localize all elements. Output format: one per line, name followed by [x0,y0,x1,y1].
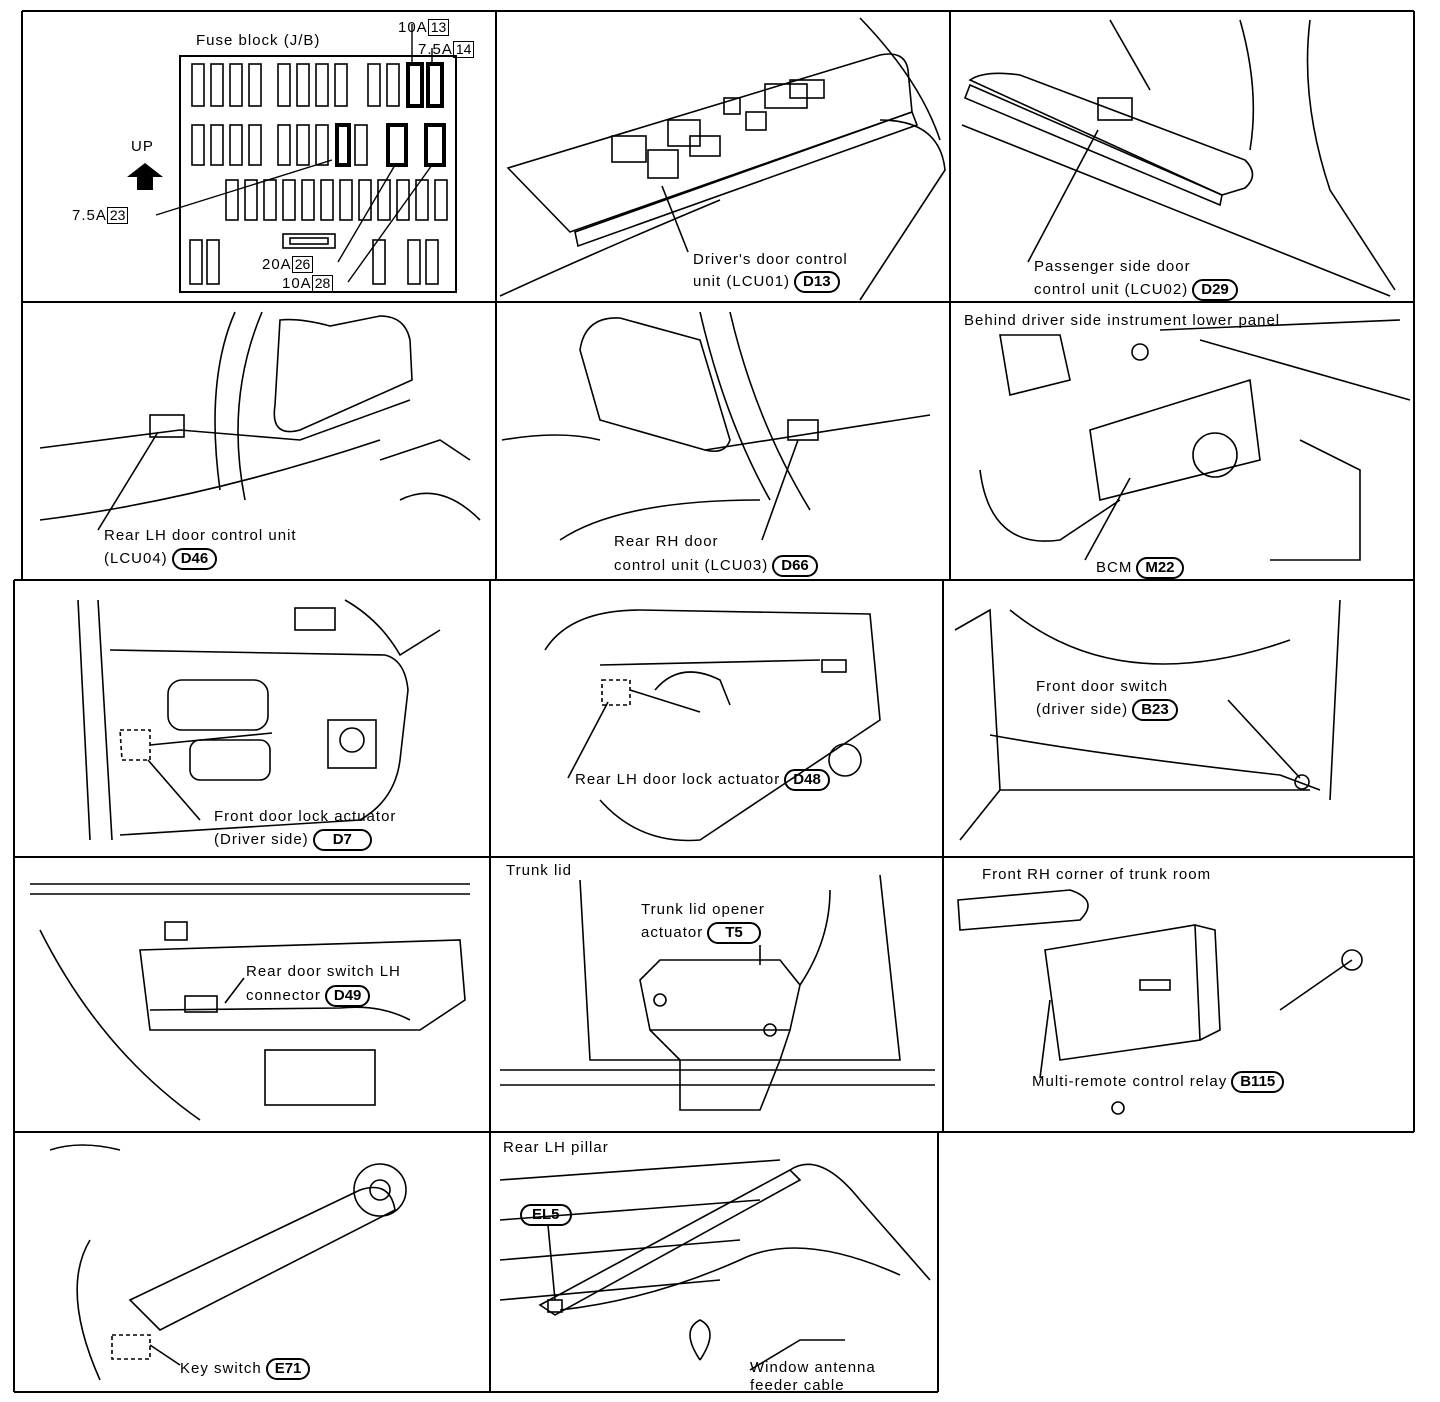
antenna-line1: Window antenna [750,1359,876,1376]
multi-remote-text: Multi-remote control relay [1032,1073,1228,1090]
antenna-header: Rear LH pillar [503,1139,609,1156]
passenger-door-unit-text: control unit (LCU02) [1034,281,1189,298]
fuse-block-title: Fuse block (J/B) [196,32,321,49]
rear-lh-lock-actuator-text: Rear LH door lock actuator [575,771,781,788]
front-door-switch-drawing [954,599,1341,841]
passenger-door-unit-line1: Passenger side door [1034,258,1191,275]
fuse-13-number: 13 [427,19,450,36]
rear-lh-lock-actuator-drawing [544,609,881,842]
rear-lh-unit-line2: (LCU04)D46 [104,548,218,570]
connector-code-b23: B23 [1132,699,1178,721]
rear-rh-unit-line1: Rear RH door [614,533,719,550]
connector-code-e71: E71 [265,1358,311,1380]
connector-code-b115: B115 [1231,1071,1285,1093]
window-antenna-drawing [499,1159,931,1371]
up-label: UP [131,138,154,155]
passenger-door-unit-line2: control unit (LCU02)D29 [1034,279,1238,301]
connector-code-d49: D49 [324,985,371,1007]
antenna-line2: feeder cable [750,1377,845,1394]
front-lock-actuator-line2: (Driver side)D7 [214,829,372,851]
connector-code-d48: D48 [784,769,830,791]
rear-rh-unit-text: control unit (LCU03) [614,557,769,574]
front-lock-actuator-text: (Driver side) [214,831,309,848]
up-arrow-stem [137,176,153,190]
fuse-23-amp: 7.5A [72,207,107,224]
rear-lh-door-drawing [39,311,481,531]
driver-door-drawing [499,17,946,301]
multi-remote-header: Front RH corner of trunk room [982,866,1212,883]
trunk-opener-line1: Trunk lid opener [641,901,765,918]
connector-code-d13: D13 [794,271,840,293]
driver-door-unit-line2: unit (LCU01)D13 [693,271,840,293]
connector-code-m22: M22 [1136,557,1184,579]
fuse-26-number: 26 [291,256,314,273]
key-switch-drawing [49,1144,407,1381]
fuse-block-drawing [155,24,457,293]
fuse-13-amp: 10A [398,19,428,36]
connector-code-d7: D7 [312,829,372,851]
fuse-28-number: 28 [311,275,334,292]
antenna-connector-badge: EL5 [516,1204,572,1226]
passenger-door-drawing [961,19,1396,297]
rear-door-switch-text: connector [246,987,321,1004]
connector-code-d66: D66 [772,555,818,577]
connector-code-d29: D29 [1192,279,1238,301]
fuse-14-number: 14 [452,41,475,58]
rear-lh-unit-text: (LCU04) [104,550,168,567]
driver-door-unit-line1: Driver's door control [693,251,848,268]
rear-rh-unit-line2: control unit (LCU03)D66 [614,555,818,577]
front-door-switch-line1: Front door switch [1036,678,1169,695]
rear-door-switch-drawing [30,883,470,1121]
up-arrow-icon [127,163,163,177]
bcm-text: BCM [1096,559,1133,576]
key-switch-text: Key switch [180,1360,262,1377]
bcm-location-header: Behind driver side instrument lower pane… [964,312,1281,329]
panel-grid [13,10,1415,1393]
front-door-switch-text: (driver side) [1036,701,1129,718]
connector-code-el5: EL5 [520,1204,572,1226]
bcm-drawing [979,319,1411,561]
front-lock-actuator-line1: Front door lock actuator [214,808,397,825]
fuse-26-amp: 20A [262,256,292,273]
trunk-lid-drawing [500,874,935,1111]
trunk-opener-text: actuator [641,924,704,941]
connector-code-d46: D46 [171,548,218,570]
rear-door-switch-line1: Rear door switch LH [246,963,401,980]
trunk-lid-header: Trunk lid [506,862,572,879]
rear-rh-door-drawing [501,311,931,541]
fuse-23-number: 23 [106,207,129,224]
fuse-28-amp: 10A [282,275,312,292]
fuse-14-amp: 7.5A [418,41,453,58]
rear-lh-unit-line1: Rear LH door control unit [104,527,297,544]
connector-code-t5: T5 [707,922,761,944]
front-lock-actuator-drawing [77,599,441,841]
multi-remote-relay-drawing [957,889,1363,1115]
front-door-switch-line2: (driver side)B23 [1036,699,1178,721]
driver-door-unit-text: unit (LCU01) [693,273,791,290]
